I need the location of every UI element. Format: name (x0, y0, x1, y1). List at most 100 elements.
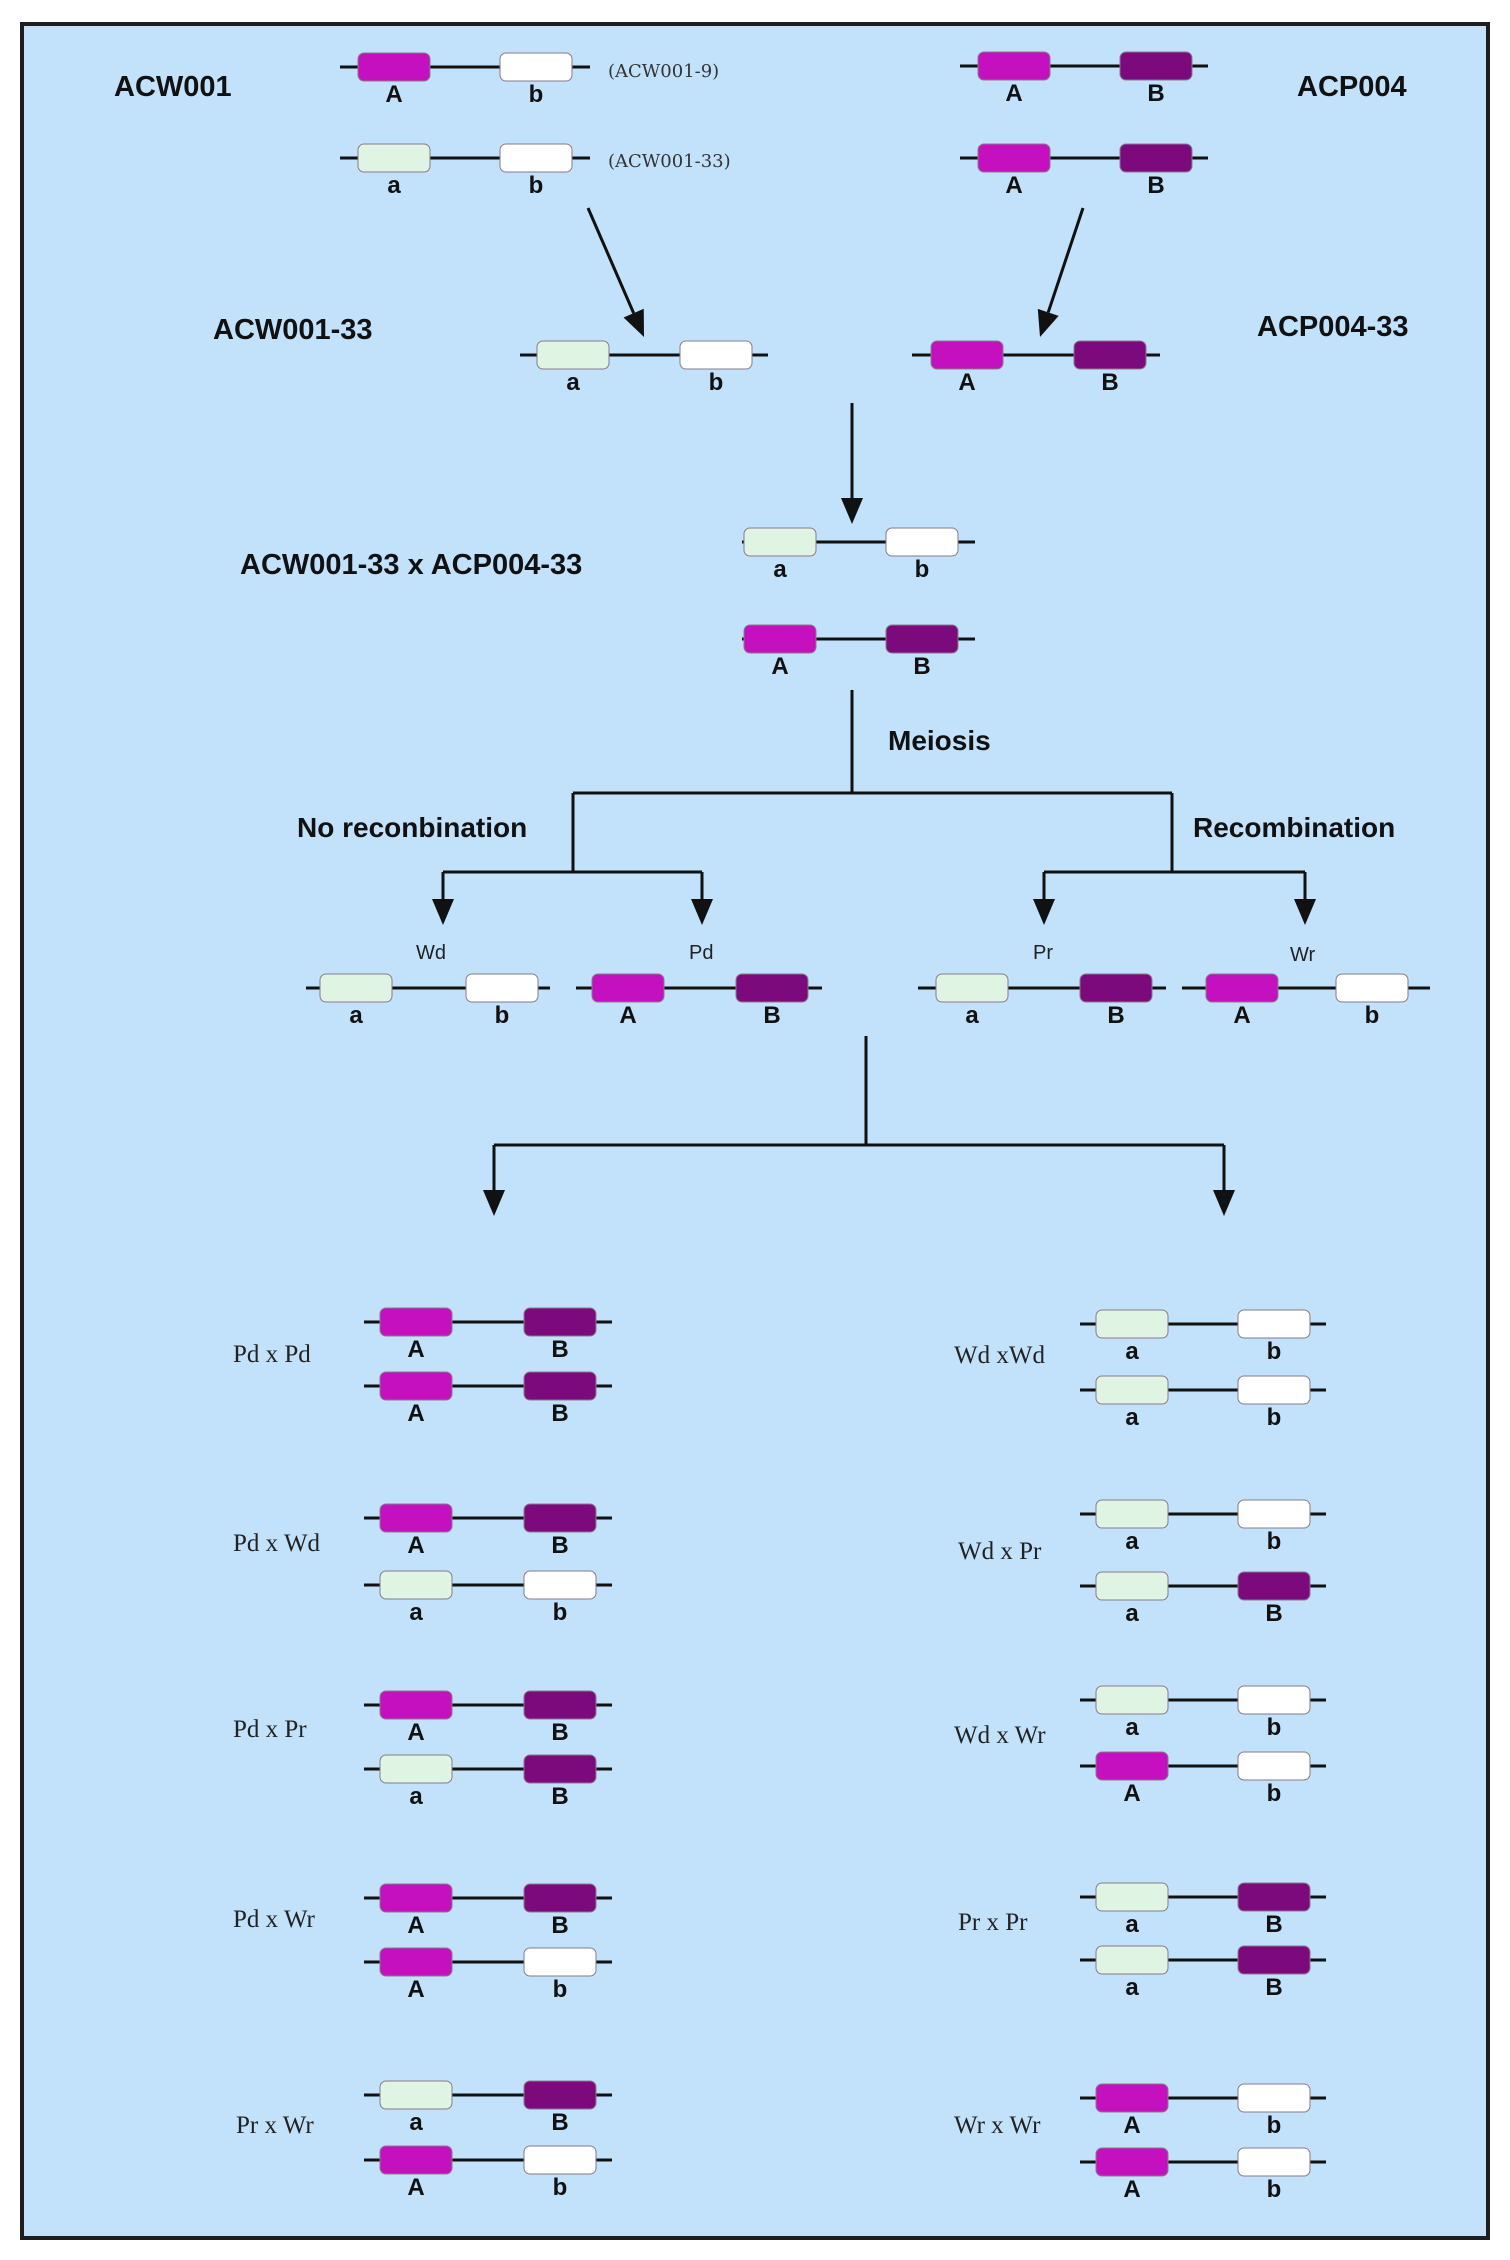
allele-label: b (529, 81, 544, 108)
gene-dominant-B (523, 1690, 597, 1720)
gene-dominant-B (523, 2080, 597, 2110)
gene-recessive-a (379, 1570, 453, 1600)
gene-recessive-a (1095, 1945, 1169, 1975)
selected-left-name: ACW001-33 (213, 314, 373, 346)
gene-dominant-A (977, 51, 1051, 81)
allele-label: a (1125, 1714, 1139, 1741)
gene-recessive-b (885, 527, 959, 557)
allele-label: a (1125, 1974, 1139, 2001)
allele-label: a (349, 1002, 363, 1029)
branch-left-label: No reconbination (297, 812, 527, 843)
allele-label: a (387, 172, 401, 199)
gene-recessive-b (1237, 1499, 1311, 1529)
allele-label: A (407, 1976, 424, 2003)
gene-recessive-b (523, 2145, 597, 2175)
gene-dominant-A (591, 973, 665, 1003)
gene-dominant-B (523, 1503, 597, 1533)
allele-label: A (1123, 2112, 1140, 2139)
allele-label: b (1267, 1404, 1282, 1431)
allele-label: a (1125, 1338, 1139, 1365)
parent-left-name: ACW001 (114, 71, 232, 103)
gene-recessive-b (523, 1570, 597, 1600)
allele-label: b (1267, 1714, 1282, 1741)
gene-dominant-A (743, 624, 817, 654)
allele-label: B (913, 653, 930, 680)
meiosis-label: Meiosis (888, 725, 991, 756)
gene-dominant-A (1095, 1751, 1169, 1781)
allele-label: B (551, 1400, 568, 1427)
gene-recessive-a (536, 340, 610, 370)
gamete-tag-pr: Pr (1033, 942, 1053, 964)
parent-left-note-1: (ACW001-9) (608, 61, 719, 82)
allele-label: b (915, 556, 930, 583)
gene-recessive-a (1095, 1309, 1169, 1339)
allele-label: a (409, 2109, 423, 2136)
gamete-tag-pd: Pd (689, 942, 713, 964)
cross-label-left-1: Pd x Pd (233, 1341, 311, 1368)
gene-dominant-A (379, 1690, 453, 1720)
gene-recessive-b (679, 340, 753, 370)
gene-dominant-A (379, 1307, 453, 1337)
cross-label-right-5: Wr x Wr (954, 2112, 1041, 2139)
gene-dominant-A (1205, 973, 1279, 1003)
cross-label-right-3: Wd x Wr (954, 1722, 1046, 1749)
cross-label-left-4: Pd x Wr (233, 1906, 316, 1933)
gamete-tag-wr: Wr (1290, 944, 1316, 966)
gene-recessive-b (1237, 1685, 1311, 1715)
gene-dominant-B (1237, 1882, 1311, 1912)
selected-right-name: ACP004-33 (1257, 311, 1409, 343)
parent-left-note-2: (ACW001-33) (608, 151, 731, 172)
allele-label: a (1125, 1404, 1139, 1431)
cross-label-left-5: Pr x Wr (236, 2112, 314, 2139)
gene-recessive-b (523, 1947, 597, 1977)
gene-dominant-B (523, 1371, 597, 1401)
gene-recessive-a (1095, 1499, 1169, 1529)
allele-label: a (409, 1599, 423, 1626)
allele-label: B (1147, 172, 1164, 199)
allele-label: B (1265, 1974, 1282, 2001)
allele-label: b (495, 1002, 510, 1029)
allele-label: a (965, 1002, 979, 1029)
allele-label: b (553, 2174, 568, 2201)
allele-label: B (1265, 1911, 1282, 1938)
gene-dominant-B (885, 624, 959, 654)
allele-label: B (551, 1783, 568, 1810)
gene-recessive-a (379, 1754, 453, 1784)
gene-recessive-a (1095, 1882, 1169, 1912)
allele-label: A (619, 1002, 636, 1029)
allele-label: A (407, 2174, 424, 2201)
gene-dominant-A (379, 1883, 453, 1913)
cross-label-left-3: Pd x Pr (233, 1716, 307, 1743)
cross-label-left-2: Pd x Wd (233, 1530, 321, 1557)
allele-label: A (1123, 1780, 1140, 1807)
allele-label: B (1107, 1002, 1124, 1029)
allele-label: b (1267, 1528, 1282, 1555)
gene-dominant-A (379, 1503, 453, 1533)
allele-label: b (709, 369, 724, 396)
flow-arrows (432, 207, 1316, 1216)
gene-dominant-A (977, 143, 1051, 173)
allele-label: B (1265, 1600, 1282, 1627)
cross-label-right-1: Wd xWd (954, 1342, 1045, 1369)
gene-recessive-a (1095, 1685, 1169, 1715)
gene-dominant-A (379, 1371, 453, 1401)
gene-recessive-b (499, 52, 573, 82)
